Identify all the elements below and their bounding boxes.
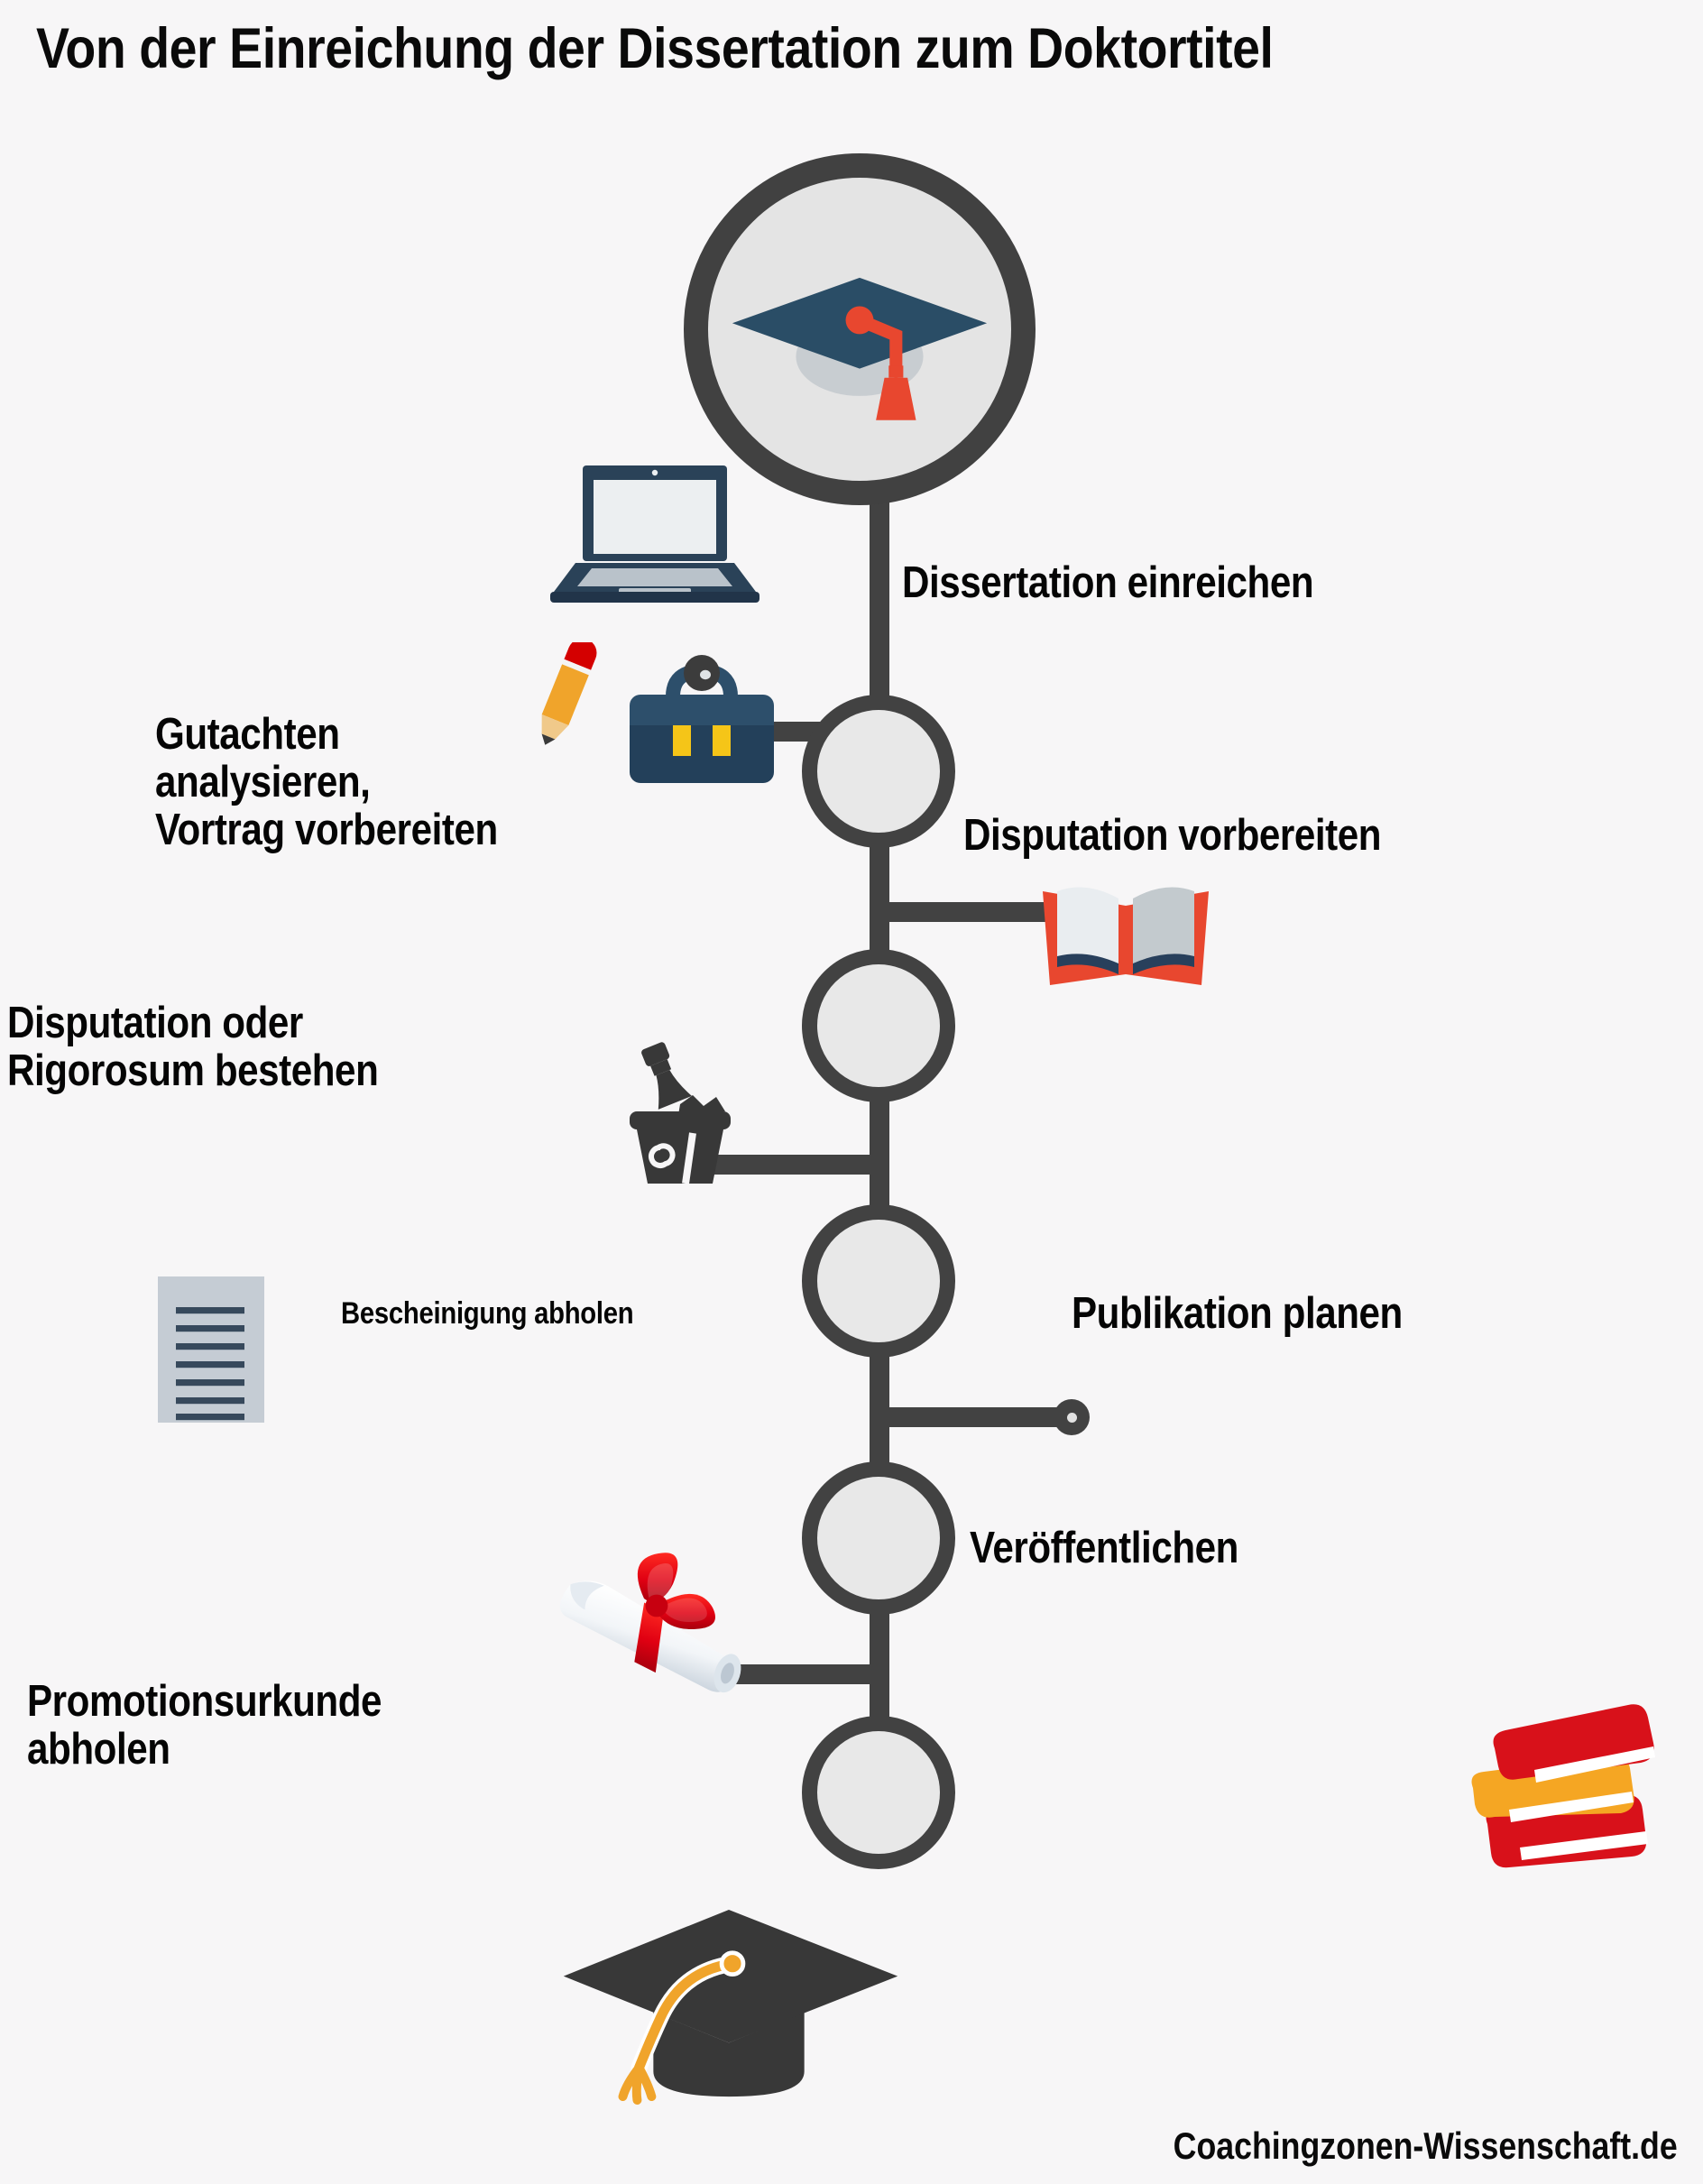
endpoint-dot-icon: [1054, 1399, 1090, 1435]
open-book-icon: [1036, 866, 1216, 997]
hero-graduation-cap-badge: [684, 153, 1036, 505]
step-label-veroeffentlichen: Veröffentlichen: [970, 1524, 1238, 1572]
certificate-document-icon: [158, 1276, 264, 1427]
champagne-bucket-icon: [612, 1039, 747, 1188]
diploma-scroll-icon: [530, 1544, 756, 1729]
step-label-disputation-vorbereiten: Disputation vorbereiten: [963, 811, 1382, 860]
step-label-gutachten-analysieren: Gutachten analysieren, Vortrag vorbereit…: [155, 710, 498, 854]
timeline-node-1: [802, 695, 955, 848]
briefcase-icon: [622, 650, 781, 798]
step-label-promotionsurkunde-abholen: Promotionsurkunde abholen: [27, 1677, 382, 1774]
step-label-disputation-bestehen: Disputation oder Rigorosum bestehen: [7, 999, 379, 1095]
step-label-dissertation-einreichen: Dissertation einreichen: [902, 558, 1314, 607]
branch-line-promotionsurkunde: [713, 1664, 879, 1684]
branch-line-disputation-vorbereiten: [870, 902, 1050, 922]
step-label-bescheinigung-abholen: Bescheinigung abholen: [341, 1296, 634, 1331]
laptop-icon: [550, 462, 759, 611]
page-title: Von der Einreichung der Dissertation zum…: [36, 17, 1274, 80]
stacked-books-icon: [1466, 1694, 1693, 1888]
pencil-icon: [529, 638, 601, 755]
timeline-node-5: [802, 1716, 955, 1869]
graduation-cap-dark-icon: [559, 1899, 902, 2115]
branch-line-disputation-bestehen: [686, 1155, 879, 1175]
timeline-node-2: [802, 949, 955, 1102]
branch-line-publikation: [870, 1407, 1063, 1427]
site-credit: Coachingzonen-Wissenschaft.de: [1173, 2124, 1678, 2167]
step-label-publikation-planen: Publikation planen: [1072, 1289, 1403, 1338]
timeline-node-3: [802, 1204, 955, 1358]
timeline-node-4: [802, 1461, 955, 1615]
